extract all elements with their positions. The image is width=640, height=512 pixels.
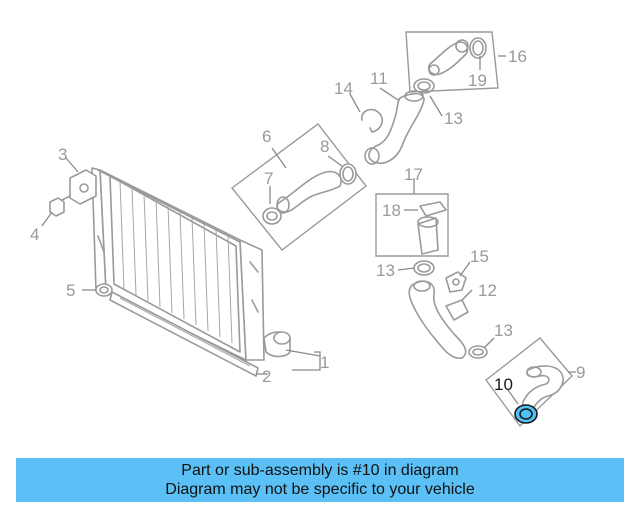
clip-14-part[interactable] bbox=[360, 108, 384, 133]
clamp-13-lower-part[interactable] bbox=[468, 345, 488, 359]
callout-6[interactable]: 6 bbox=[262, 127, 271, 146]
mount-rubber-part[interactable] bbox=[69, 169, 97, 205]
callout-17[interactable]: 17 bbox=[404, 165, 423, 184]
callout-13-upper[interactable]: 13 bbox=[444, 109, 463, 128]
leader-lines bbox=[41, 55, 576, 405]
intake-pipe-16-part[interactable] bbox=[405, 31, 499, 93]
callout-13-mid[interactable]: 13 bbox=[376, 261, 395, 280]
callout-2[interactable]: 2 bbox=[262, 367, 271, 386]
callout-7[interactable]: 7 bbox=[264, 169, 273, 188]
callout-18[interactable]: 18 bbox=[382, 201, 401, 220]
connector-17-part[interactable] bbox=[375, 193, 449, 257]
parts-diagram: 1 2 3 4 5 6 7 8 9 10 11 12 13 13 13 14 1… bbox=[30, 31, 585, 428]
callout-5[interactable]: 5 bbox=[66, 281, 75, 300]
banner-line-disclaimer: Diagram may not be specific to your vehi… bbox=[165, 481, 475, 498]
callout-14[interactable]: 14 bbox=[334, 79, 353, 98]
hose-assembly-6-part[interactable] bbox=[230, 123, 367, 251]
hose-11-part[interactable] bbox=[364, 90, 425, 165]
callout-3[interactable]: 3 bbox=[58, 145, 67, 164]
callout-1[interactable]: 1 bbox=[320, 353, 329, 372]
callout-10[interactable]: 10 bbox=[494, 375, 513, 394]
part-info-banner: Part or sub-assembly is #10 in diagram D… bbox=[16, 458, 624, 502]
callout-8[interactable]: 8 bbox=[320, 137, 329, 156]
banner-line-part-number: Part or sub-assembly is #10 in diagram bbox=[181, 462, 459, 479]
callout-13-lower[interactable]: 13 bbox=[494, 321, 513, 340]
callout-9[interactable]: 9 bbox=[576, 363, 585, 382]
mount-bracket-part[interactable] bbox=[109, 291, 259, 377]
intercooler-part[interactable] bbox=[91, 167, 291, 361]
pipe-12-part[interactable] bbox=[408, 280, 469, 360]
clamp-13-mid-part[interactable] bbox=[413, 260, 435, 276]
bolt-part[interactable] bbox=[49, 195, 71, 217]
callout-19[interactable]: 19 bbox=[468, 71, 487, 90]
callout-15[interactable]: 15 bbox=[470, 247, 489, 266]
callout-11[interactable]: 11 bbox=[370, 69, 388, 88]
callout-4[interactable]: 4 bbox=[30, 225, 39, 244]
clamp-13-upper-part[interactable] bbox=[413, 78, 435, 94]
sensor-15-part[interactable] bbox=[445, 271, 467, 293]
callout-12[interactable]: 12 bbox=[478, 281, 497, 300]
callout-16[interactable]: 16 bbox=[508, 47, 527, 66]
callout-labels: 1 2 3 4 5 6 7 8 9 10 11 12 13 13 13 14 1… bbox=[30, 47, 585, 394]
grommet-part[interactable] bbox=[95, 283, 113, 297]
hose-clamp-10-highlighted[interactable] bbox=[514, 404, 538, 424]
